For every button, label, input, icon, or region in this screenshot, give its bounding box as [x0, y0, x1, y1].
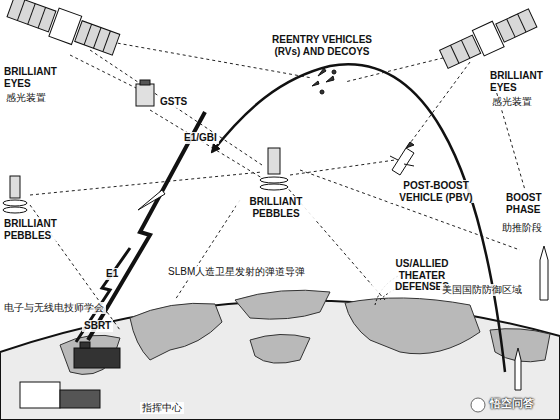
part-label: BRILLIANT PEBBLES: [236, 196, 316, 219]
landmass: [60, 335, 120, 374]
part-label: 助推阶段: [500, 222, 544, 234]
landmass: [235, 290, 330, 319]
boost-missile: [515, 246, 548, 390]
gsts-sensor: [136, 80, 154, 106]
interceptor-beam: [76, 248, 130, 342]
satellite: [438, 5, 539, 72]
part-label: GSTS: [158, 96, 189, 108]
watermark: 悟空问答: [488, 397, 536, 410]
landmass: [345, 298, 480, 354]
post-boost-vehicle: [390, 142, 414, 175]
part-label: POST-BOOST VEHICLE (PBV): [388, 180, 484, 203]
part-label: 感光装置: [4, 92, 48, 104]
part-label: BRILLIANT PEBBLES: [2, 218, 74, 241]
part-label: BOOST PHASE: [504, 192, 556, 215]
part-label: SBRT: [82, 320, 113, 332]
watermark-icon: [471, 398, 485, 412]
landmass: [250, 334, 310, 363]
ground-station: [20, 342, 120, 408]
reentry-vehicles: [312, 68, 336, 94]
part-label: BRILLIANT EYES: [2, 66, 72, 89]
part-label: REENTRY VEHICLES (RVs) AND DECOYS: [262, 34, 382, 57]
part-label: E1/GBI: [182, 132, 219, 144]
pebble-interceptor: [3, 176, 27, 213]
part-label: 电子与无线电技师学会: [2, 302, 106, 314]
part-label: 美国国防防御区域: [440, 284, 524, 296]
part-label: 感光装置: [490, 96, 534, 108]
interceptor-missile: [138, 190, 165, 210]
part-label: E1: [104, 268, 120, 280]
part-label: BRILLIANT EYES: [488, 70, 556, 93]
landmass: [130, 303, 222, 360]
part-label: SLBM人造卫星发射的弹道导弹: [166, 266, 307, 278]
trajectory: [212, 64, 505, 372]
pebble-interceptor: [260, 148, 288, 190]
satellite: [6, 0, 122, 59]
part-label: 指挥中心: [140, 402, 184, 414]
